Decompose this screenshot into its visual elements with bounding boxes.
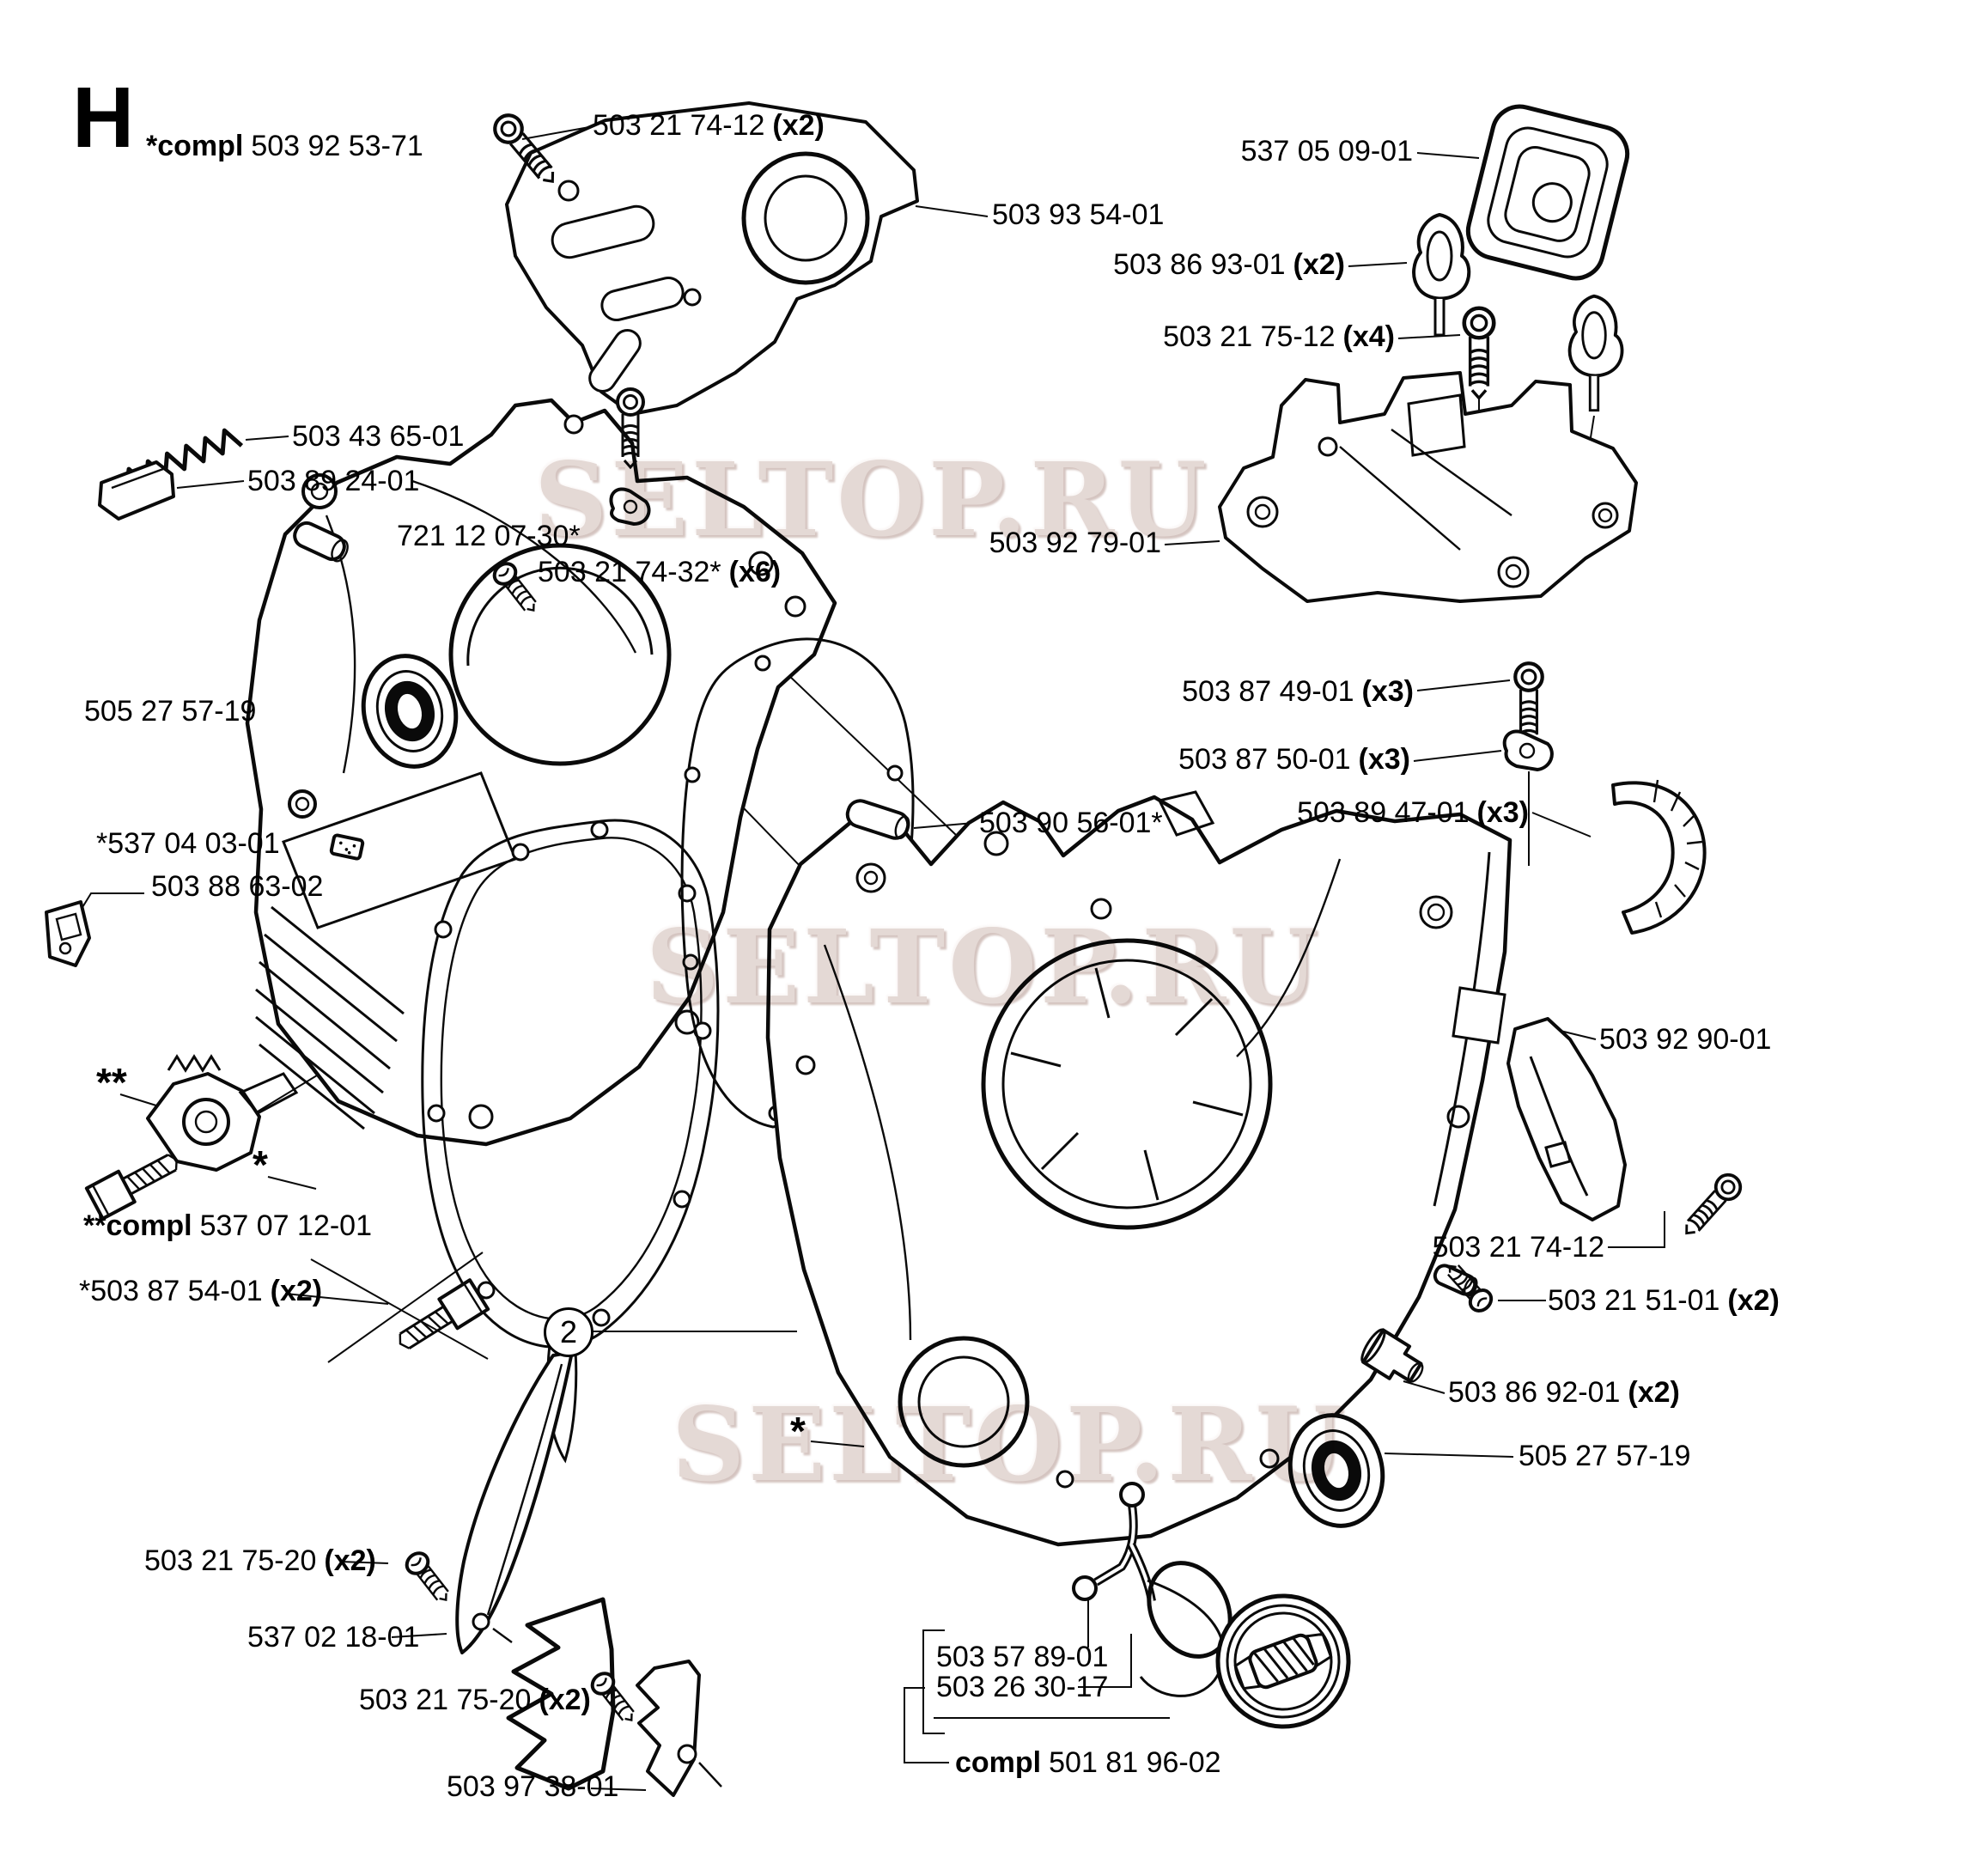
purge-bulb-part [1412, 213, 1471, 337]
label-double-star: ** [96, 1060, 127, 1105]
bumper-spike-part [506, 1597, 616, 1791]
label-screw-tr: 503 21 74-12 [1432, 1231, 1604, 1264]
washer-x3-part [1502, 729, 1554, 771]
guide-plate-part [455, 1350, 574, 1654]
label-star-bottom: * [790, 1409, 806, 1453]
screw-x2c-icon [400, 1547, 457, 1609]
label-clutch-cover: 503 93 54-01 [992, 198, 1165, 231]
label-spike: 503 97 38-01 [447, 1770, 619, 1803]
clip-left-part [45, 900, 91, 967]
bolt-x2-icon [389, 1278, 490, 1361]
tank-cap-part [1215, 1593, 1351, 1729]
pump-plate-part [1218, 371, 1638, 603]
label-screw-x3: 503 87 49-01(x3) [1182, 675, 1414, 708]
label-spring: 503 43 65-01 [292, 420, 465, 453]
spike-plate-part [636, 1660, 722, 1797]
watermark: SELTOP.RU [672, 1385, 1348, 1504]
label-oring: 503 26 30-17 [936, 1671, 1109, 1703]
label-felt: 503 89 24-01 [247, 465, 420, 497]
compl-prefix: *compl [146, 130, 244, 162]
crankcase-gasket-part [421, 819, 720, 1464]
label-fuel-line: 503 57 89-01 [936, 1641, 1109, 1673]
label-washer-x3: 503 87 50-01(x3) [1178, 743, 1410, 776]
label-screw-x2b: 503 21 51-01(x2) [1548, 1284, 1780, 1317]
oring-part [1147, 1561, 1232, 1659]
watermark: SELTOP.RU [646, 907, 1322, 1026]
section-letter: H [72, 70, 135, 166]
label-screw-top: 503 21 74-12(x2) [593, 109, 825, 142]
label-screw-x4: 503 21 75-12(x4) [1163, 320, 1395, 353]
screw-tr-icon [1676, 1167, 1748, 1244]
label-seal-right: 505 27 57-19 [1519, 1440, 1691, 1472]
callout-2: 2 [544, 1307, 593, 1357]
label-bolt-x2: *503 87 54-01(x2) [79, 1275, 323, 1307]
screw-x4-icon [1464, 308, 1494, 399]
felt-part [98, 460, 175, 521]
label-screw-x6: 503 21 74-32*(x6) [538, 556, 782, 588]
label-pin-left: *537 04 03-01 [96, 827, 280, 860]
label-membrane: 537 05 09-01 [1240, 135, 1413, 168]
label-purge-bulb: 503 86 93-01(x2) [1113, 248, 1345, 281]
label-plug-x2: 503 86 92-01(x2) [1448, 1376, 1680, 1409]
long-screw-washer-part [609, 387, 651, 526]
label-deflector: 503 92 90-01 [1599, 1023, 1772, 1056]
crankcase-right-part [765, 790, 1512, 1547]
plug-part [1360, 1328, 1424, 1383]
pin-screw-x2-part [1433, 1257, 1498, 1317]
clip-x3-part [1611, 779, 1707, 935]
label-clip-left: 503 88 63-02 [151, 870, 324, 903]
clutch-cover-part [505, 101, 919, 416]
membrane-part [1465, 104, 1630, 281]
pin-left-part [329, 833, 365, 861]
label-screw-x2d: 503 21 75-20(x2) [359, 1684, 591, 1716]
watermark: SELTOP.RU [534, 440, 1210, 559]
label-dowel: 721 12 07-30* [397, 520, 581, 552]
purge-bulb-part-2 [1567, 294, 1624, 412]
label-screw-x2c: 503 21 75-20(x2) [144, 1544, 376, 1577]
label-clip-x3: 503 89 47-01(x3) [1297, 796, 1529, 829]
compl-number: 503 92 53-71 [251, 130, 423, 162]
brake-clamp-part [87, 1054, 299, 1219]
deflector-part [1506, 1017, 1627, 1221]
label-guide-plate: 537 02 18-01 [247, 1621, 420, 1654]
pin-mid-part [845, 799, 910, 840]
label-seal-left: 505 27 57-19 [84, 695, 257, 728]
label-pump-plate: 503 92 79-01 [989, 527, 1161, 559]
label-star-mid: * [253, 1142, 268, 1187]
dowel-pin-part [293, 521, 349, 563]
label-pin-mid: 503 90 56-01* [979, 807, 1163, 839]
